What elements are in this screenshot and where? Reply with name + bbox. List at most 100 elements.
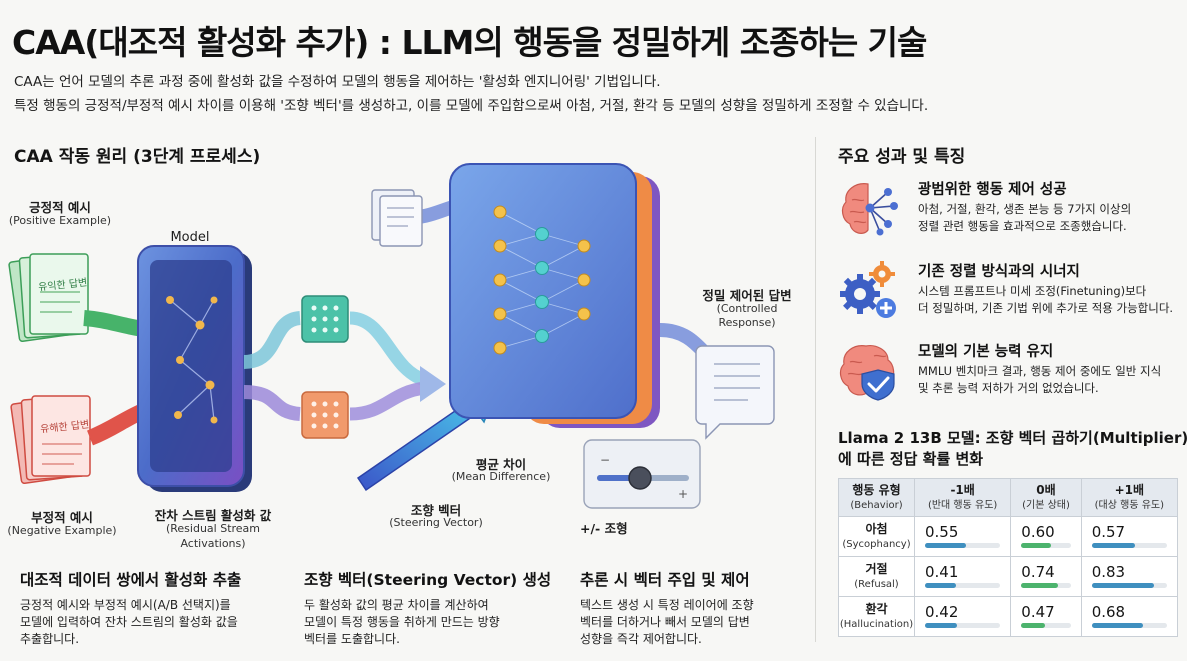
controlled-response-sub-2: Response) xyxy=(718,316,776,329)
model-label: Model xyxy=(170,230,210,245)
header-plus-one: +1배(대상 행동 유도) xyxy=(1080,478,1179,517)
value-bar xyxy=(1021,622,1045,628)
value-bar xyxy=(1091,582,1155,588)
value-bar xyxy=(1091,542,1135,548)
feature-2-desc-2: 더 정밀하며, 기존 기법 위에 추가로 적용 가능합니다. xyxy=(918,301,1174,315)
feature-item-3: 모델의 기본 능력 유지 MMLU 벤치마크 결과, 행동 제어 중에도 일반 … xyxy=(838,340,1178,410)
feature-1-desc-1: 아첨, 거절, 환각, 생존 본능 등 7가지 이상의 xyxy=(918,202,1132,216)
positive-doc-stack xyxy=(8,253,89,343)
cell-value: 0.74 xyxy=(1011,558,1080,596)
mean-difference-sub: (Mean Difference) xyxy=(451,470,551,483)
feature-1-title: 광범위한 행동 제어 성공 xyxy=(918,182,1067,198)
negative-example-sub: (Negative Example) xyxy=(7,524,117,537)
feature-2-title: 기존 정렬 방식과의 시너지 xyxy=(918,264,1080,280)
value-bar xyxy=(925,622,957,628)
steering-vector-label: 조향 벡터 xyxy=(410,503,462,518)
negative-doc-stack xyxy=(10,395,91,485)
big-model-block xyxy=(449,163,660,428)
process-section-title: CAA 작동 원리 (3단계 프로세스) xyxy=(14,147,261,167)
mean-difference-label: 평균 차이 xyxy=(475,457,527,472)
column-divider xyxy=(815,137,816,642)
step-3-desc-1: 텍스트 생성 시 특정 레이어에 조향 xyxy=(580,598,754,612)
multiplier-results-table: 행동 유형(Behavior) -1배(반대 행동 유도) 0배(기본 상태) … xyxy=(838,478,1179,637)
slider-label: +/- 조형 xyxy=(580,521,628,536)
model-tablet xyxy=(137,245,252,492)
brain-shield-icon xyxy=(839,345,895,401)
step-3-desc-3: 성향을 즉각 제어합니다. xyxy=(580,632,702,646)
features-section-title: 주요 성과 및 특징 xyxy=(838,147,966,167)
gears-plus-icon xyxy=(840,261,896,318)
strength-slider-control: − + xyxy=(583,439,701,509)
header-zero: 0배(기본 상태) xyxy=(1010,478,1082,517)
step-1-desc-3: 추출합니다. xyxy=(20,632,80,646)
feature-2-desc: 시스템 프롬프트나 미세 조정(Finetuning)보다 더 정밀하며, 기존… xyxy=(918,283,1180,317)
subtitle-line-1: CAA는 언어 모델의 추론 과정 중에 활성화 값을 수정하여 모델의 행동을… xyxy=(14,74,661,90)
controlled-response-label: 정밀 제어된 답변 xyxy=(702,288,792,303)
table-title: Llama 2 13B 모델: 조향 벡터 곱하기(Multiplier) 에 … xyxy=(838,428,1187,470)
feature-2-desc-1: 시스템 프롬프트나 미세 조정(Finetuning)보다 xyxy=(918,284,1147,298)
positive-activation-tile xyxy=(301,295,349,343)
residual-stream-sub-2: Activations) xyxy=(180,537,246,550)
table-row: 아첨(Sycophancy) 0.55 0.60 0.57 xyxy=(838,516,1179,557)
feature-3-desc-1: MMLU 벤치마크 결과, 행동 제어 중에도 일반 지식 xyxy=(918,364,1162,378)
feature-1-desc-2: 정렬 관련 행동을 효과적으로 조종했습니다. xyxy=(918,219,1127,233)
value-bar xyxy=(925,582,956,588)
value-bar xyxy=(1091,622,1143,628)
table-title-line-2: 에 따른 정답 확률 변화 xyxy=(838,450,984,468)
brain-network-icon xyxy=(841,183,898,236)
step-1: 대조적 데이터 쌍에서 활성화 추출 긍정적 예시와 부정적 예시(A/B 선택… xyxy=(20,568,290,648)
cell-value: 0.55 xyxy=(915,518,1010,556)
step-2-desc-1: 두 활성화 값의 평균 차이를 계산하여 xyxy=(304,598,489,612)
cell-value: 0.68 xyxy=(1082,598,1177,636)
steering-vector-sub: (Steering Vector) xyxy=(389,516,483,529)
table-header-row: 행동 유형(Behavior) -1배(반대 행동 유도) 0배(기본 상태) … xyxy=(838,478,1179,517)
svg-text:−: − xyxy=(600,453,610,467)
positive-example-sub: (Positive Example) xyxy=(8,214,112,227)
step-1-desc-1: 긍정적 예시와 부정적 예시(A/B 선택지)를 xyxy=(20,598,231,612)
feature-3-desc: MMLU 벤치마크 결과, 행동 제어 중에도 일반 지식 및 추론 능력 저하… xyxy=(918,363,1180,397)
step-2-title: 조향 벡터(Steering Vector) 생성 xyxy=(304,571,552,589)
feature-item-2: 기존 정렬 방식과의 시너지 시스템 프롬프트나 미세 조정(Finetunin… xyxy=(838,260,1178,330)
step-2-desc-3: 벡터를 도출합니다. xyxy=(304,632,400,646)
cell-value: 0.57 xyxy=(1082,518,1177,556)
row-label-refusal: 거절(Refusal) xyxy=(838,556,915,597)
table-row: 환각(Hallucination) 0.42 0.47 0.68 xyxy=(838,596,1179,637)
positive-example-label: 긍정적 예시 xyxy=(29,200,91,215)
value-bar xyxy=(925,542,967,548)
cell-value: 0.41 xyxy=(915,558,1010,596)
cell-value: 0.83 xyxy=(1082,558,1177,596)
header-minus-one: -1배(반대 행동 유도) xyxy=(913,478,1012,517)
step-2: 조향 벡터(Steering Vector) 생성 두 활성화 값의 평균 차이… xyxy=(304,568,569,648)
step-1-title: 대조적 데이터 쌍에서 활성화 추출 xyxy=(20,571,242,589)
input-doc-icon xyxy=(371,189,423,247)
negative-activation-tile xyxy=(301,391,349,439)
svg-text:+: + xyxy=(678,487,688,501)
value-bar xyxy=(1021,542,1051,548)
residual-stream-label: 잔차 스트림 활성화 값 xyxy=(154,508,272,523)
step-3-title: 추론 시 벡터 주입 및 제어 xyxy=(580,571,750,589)
page-title: CAA(대조적 활성화 추가) : LLM의 행동을 정밀하게 조종하는 기술 xyxy=(12,23,927,62)
subtitle-line-2: 특정 행동의 긍정적/부정적 예시 차이를 이용해 '조향 벡터'를 생성하고,… xyxy=(14,98,929,114)
table-row: 거절(Refusal) 0.41 0.74 0.83 xyxy=(838,556,1179,597)
row-label-sycophancy: 아첨(Sycophancy) xyxy=(838,516,915,557)
cell-value: 0.42 xyxy=(915,598,1010,636)
feature-3-title: 모델의 기본 능력 유지 xyxy=(918,344,1054,360)
feature-3-desc-2: 및 추론 능력 저하가 거의 없었습니다. xyxy=(918,381,1099,395)
feature-item-1: 광범위한 행동 제어 성공 아첨, 거절, 환각, 생존 본능 등 7가지 이상… xyxy=(838,178,1178,248)
caa-process-diagram: − + xyxy=(8,163,775,509)
step-3: 추론 시 벡터 주입 및 제어 텍스트 생성 시 특정 레이어에 조향 벡터를 … xyxy=(580,568,810,648)
value-bar xyxy=(1021,582,1058,588)
step-1-desc-2: 모델에 입력하여 잔차 스트림의 활성화 값을 xyxy=(20,615,238,629)
residual-stream-sub-1: (Residual Stream xyxy=(165,522,261,535)
controlled-response-bubble xyxy=(695,345,775,440)
cell-value: 0.60 xyxy=(1011,518,1080,556)
controlled-response-sub-1: (Controlled xyxy=(716,302,778,315)
table-title-line-1: Llama 2 13B 모델: 조향 벡터 곱하기(Multiplier) xyxy=(838,429,1187,447)
cell-value: 0.47 xyxy=(1011,598,1080,636)
step-2-desc-2: 모델이 특정 행동을 취하게 만드는 방향 xyxy=(304,615,500,629)
feature-1-desc: 아첨, 거절, 환각, 생존 본능 등 7가지 이상의 정렬 관련 행동을 효과… xyxy=(918,201,1180,235)
step-3-desc-2: 벡터를 더하거나 빼서 모델의 답변 xyxy=(580,615,750,629)
row-label-hallucination: 환각(Hallucination) xyxy=(838,596,915,637)
header-behavior: 행동 유형(Behavior) xyxy=(838,478,915,517)
negative-example-label: 부정적 예시 xyxy=(31,510,93,525)
